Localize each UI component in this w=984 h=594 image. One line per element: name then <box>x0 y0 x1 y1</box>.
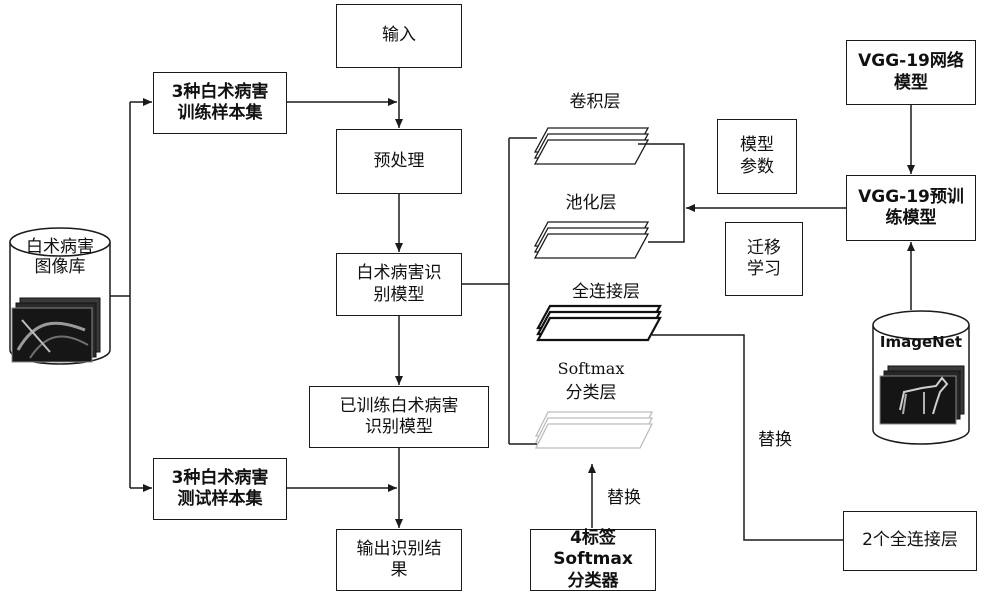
softmax-classifier-box: 4标签Softmax 分类器 <box>530 528 656 591</box>
vgg-pretrained-box: VGG-19预训 练模型 <box>846 175 976 241</box>
model-params-label: 模型 参数 <box>740 135 774 177</box>
test-set-label: 3种白术病害 测试样本集 <box>171 467 269 509</box>
fc-layers-box: 2个全连接层 <box>843 511 977 571</box>
model-params-box: 模型 参数 <box>717 119 797 194</box>
fc-layers-box-label: 2个全连接层 <box>862 530 958 551</box>
preprocess-box: 预处理 <box>336 129 462 194</box>
output-label: 输出识别结 果 <box>356 538 442 580</box>
softmax-layer-stack <box>534 411 654 449</box>
replace-label-fc: 替换 <box>758 430 792 450</box>
edge-conv-pool-bracket <box>638 143 685 243</box>
input-label: 输入 <box>382 25 416 46</box>
train-set-box: 3种白术病害 训练样本集 <box>153 72 287 134</box>
vgg-model-label: VGG-19网络 模型 <box>858 51 964 93</box>
conv-layer-stack <box>533 127 650 165</box>
horse-image-stack <box>879 365 965 425</box>
edge-fc-replace <box>652 334 843 541</box>
recognition-model-box: 白术病害识 别模型 <box>336 253 462 316</box>
fc-layer-label: 全连接层 <box>572 282 640 302</box>
input-box: 输入 <box>336 4 462 68</box>
output-box: 输出识别结 果 <box>336 529 462 591</box>
preprocess-label: 预处理 <box>373 150 425 171</box>
transfer-learning-box: 迁移 学习 <box>725 222 803 296</box>
leaf-image-stack <box>11 297 101 363</box>
conv-layer-label: 卷积层 <box>569 92 621 112</box>
transfer-learning-label: 迁移 学习 <box>747 237 781 279</box>
fc-layer-stack <box>536 304 662 342</box>
vgg-model-box: VGG-19网络 模型 <box>846 40 976 105</box>
test-set-box: 3种白术病害 测试样本集 <box>153 458 287 520</box>
database-label: 白术病害 图像库 <box>26 237 94 278</box>
recognition-model-label: 白术病害识 别模型 <box>356 263 442 305</box>
softmax-classifier-label: 4标签Softmax 分类器 <box>553 528 633 591</box>
trained-model-label: 已训练白术病害 识别模型 <box>339 395 459 437</box>
softmax-layer-label-top: Softmax <box>557 359 625 378</box>
pool-layer-label: 池化层 <box>565 193 617 213</box>
replace-label-softmax: 替换 <box>607 488 641 508</box>
trained-model-box: 已训练白术病害 识别模型 <box>309 386 489 448</box>
imagenet-label: ImageNet <box>879 333 963 351</box>
train-set-label: 3种白术病害 训练样本集 <box>171 81 269 123</box>
softmax-layer-label-bottom: 分类层 <box>565 383 617 403</box>
pool-layer-stack <box>533 221 650 259</box>
vgg-pretrained-label: VGG-19预训 练模型 <box>858 186 964 228</box>
